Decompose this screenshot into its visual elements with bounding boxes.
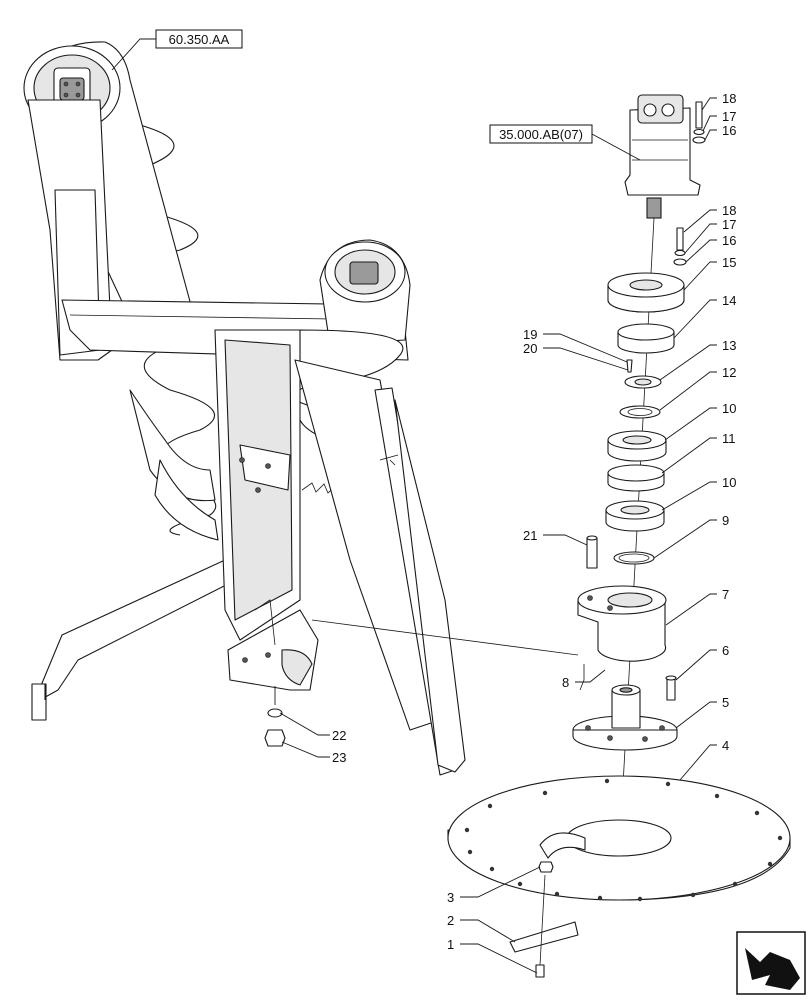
callout-14: 14 <box>722 293 736 308</box>
hub-flange-5 <box>572 684 678 751</box>
bolt-1 <box>535 964 545 978</box>
bolt-21 <box>586 537 598 569</box>
callout-15: 15 <box>722 255 736 270</box>
hydraulic-motor <box>624 94 706 219</box>
leader-lines <box>279 97 717 974</box>
callout-17-top: 17 <box>722 109 736 124</box>
nut-23 <box>264 729 286 747</box>
callout-22: 22 <box>332 728 346 743</box>
washer-22 <box>267 708 283 718</box>
ref-60-350-aa-label[interactable]: 60.350.AA <box>169 32 230 47</box>
callout-20: 20 <box>523 341 537 356</box>
ref-35-000-ab-label[interactable]: 35.000.AB(07) <box>499 127 583 142</box>
bolt-6 <box>666 677 676 701</box>
bearing-10-lower <box>605 500 665 532</box>
callout-3: 3 <box>447 890 454 905</box>
callout-2: 2 <box>447 913 454 928</box>
callout-labels: 18 17 16 18 17 16 15 14 13 12 10 11 10 9… <box>332 91 736 952</box>
callout-9: 9 <box>722 513 729 528</box>
callout-10-upper: 10 <box>722 401 736 416</box>
next-page-arrow-icon[interactable] <box>736 931 806 995</box>
paddle-2 <box>509 921 579 953</box>
callout-11: 11 <box>722 431 736 446</box>
frame-assembly <box>23 41 466 776</box>
nut-3 <box>538 861 554 873</box>
callout-21: 21 <box>523 528 537 543</box>
callout-10-lower: 10 <box>722 475 736 490</box>
callout-16-top: 16 <box>722 123 736 138</box>
callout-1: 1 <box>447 937 454 952</box>
snap-ring-11 <box>607 464 665 492</box>
callout-6: 6 <box>722 643 729 658</box>
bolt-set-2 <box>673 227 687 266</box>
ref-60-350-aa[interactable]: 60.350.AA <box>111 29 243 71</box>
bearing-flange-15 <box>607 272 685 313</box>
callout-18-top: 18 <box>722 91 736 106</box>
callout-23: 23 <box>332 750 346 765</box>
callout-12: 12 <box>722 365 736 380</box>
callout-4: 4 <box>722 738 729 753</box>
tab-washer-12 <box>619 405 661 419</box>
callout-13: 13 <box>722 338 736 353</box>
ref-35-000-ab[interactable]: 35.000.AB(07) <box>489 124 641 161</box>
sleeve-14 <box>617 323 675 354</box>
callout-19: 19 <box>523 327 537 342</box>
callout-18: 18 <box>722 203 736 218</box>
bearing-10-upper <box>607 430 667 462</box>
callout-17: 17 <box>722 217 736 232</box>
callout-7: 7 <box>722 587 729 602</box>
bolt-18-top <box>695 101 703 129</box>
spreader-disc-4 <box>447 775 791 902</box>
callout-16: 16 <box>722 233 736 248</box>
callout-5: 5 <box>722 695 729 710</box>
callout-8: 8 <box>562 675 569 690</box>
housing-7 <box>577 585 667 662</box>
